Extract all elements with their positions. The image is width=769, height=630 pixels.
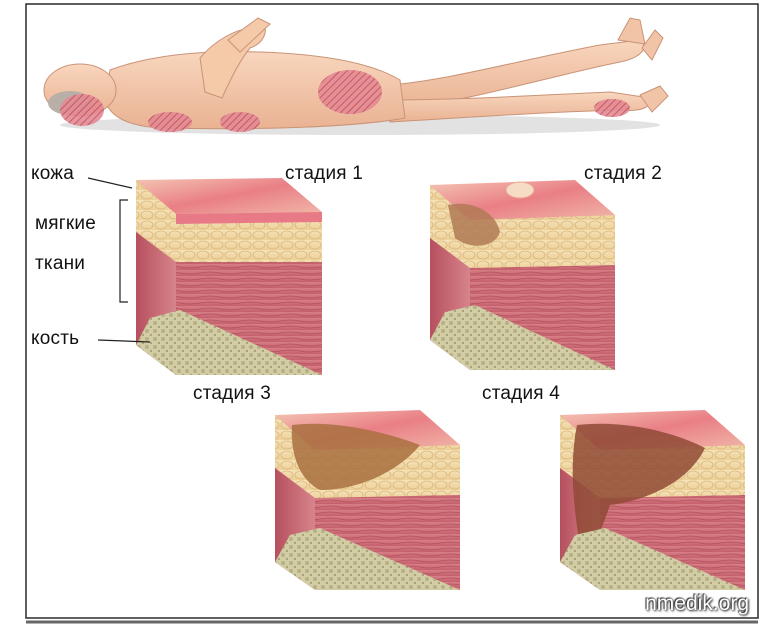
stage1-block xyxy=(136,178,322,375)
label-soft-tissue-line2: ткани xyxy=(35,253,85,275)
stage1-label: стадия 1 xyxy=(285,163,363,185)
stage2-block xyxy=(430,180,615,370)
stage3-label: стадия 3 xyxy=(193,383,271,405)
stage4-label: стадия 4 xyxy=(482,383,560,405)
label-skin: кожа xyxy=(31,163,74,185)
stage2-label: стадия 2 xyxy=(584,163,662,185)
stage3-block xyxy=(275,410,460,590)
label-soft-tissue-line1: мягкие xyxy=(35,213,96,235)
stage4-block xyxy=(560,410,745,590)
label-bone: кость xyxy=(31,328,79,350)
watermark: nmedik.org xyxy=(645,592,749,616)
